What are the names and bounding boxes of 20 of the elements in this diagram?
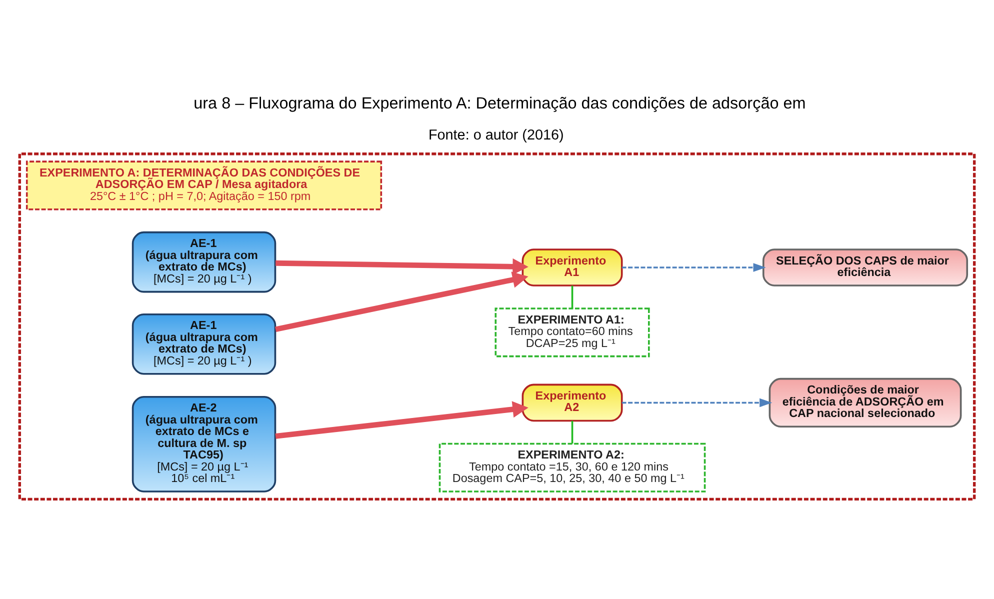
arrow [275,401,528,439]
node-box: AE-2 (água ultrapura com extrato de MCs e cultura de M. sp TAC95) [MCs] = 20 µg L⁻¹ 10⁵ cel mL⁻¹ [132,396,276,492]
arrow [276,258,528,275]
node-box: SELEÇÃO DOS CAPS de maior eficiência [762,248,968,286]
connector [571,420,574,444]
node-box: Condições de maior eficiência de ADSORÇÃO em CAP nacional selecionado [768,378,962,428]
node-box: EXPERIMENTO A2: Tempo contato =15, 30, 60 e 120 mins Dosagem CAP=5, 10, 25, 30, 40 e 50 mg L⁻¹ [438,442,706,492]
arrow [275,272,528,332]
arrow [622,263,766,272]
diagram-title: ura 8 – Fluxograma do Experimento A: Determinação das condições de adsorção em [194,94,806,112]
arrow [622,398,772,408]
node-box: AE-1 (água ultrapura com extrato de MCs) [MCs] = 20 µg L⁻¹ ) [132,313,276,375]
node-box: AE-1 (água ultrapura com extrato de MCs) [MCs] = 20 µg L⁻¹ ) [132,231,276,293]
node-box: Experimento A2 [522,384,623,422]
node-box: EXPERIMENTO A: DETERMINAÇÃO DAS CONDIÇÕES DE ADSORÇÃO EM CAP / Mesa agitadora 25°C ± 1°C ; pH = 7,0; Agitação = 150 rpm [26,160,382,210]
node-box: EXPERIMENTO A1: Tempo contato=60 mins DCAP=25 mg L⁻¹ [494,308,650,358]
caption: Fonte: o autor (2016) [428,127,564,144]
cluster [18,152,976,501]
node-box: Experimento A1 [522,248,623,286]
connector [571,286,574,308]
